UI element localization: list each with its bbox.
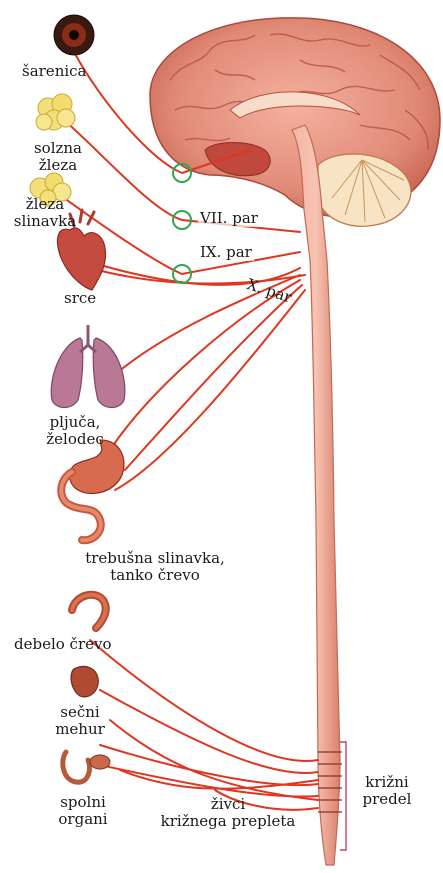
label-lungs-stomach: pljuča, želodec [30, 414, 120, 448]
label-sacral-region-line2: predel [352, 791, 422, 808]
label-bladder-line2: mehur [50, 721, 110, 738]
label-salivary-gland: žleza slinavka [8, 196, 82, 230]
label-genitals-line1: spolni [52, 794, 114, 811]
lacrimal-gland-icon [36, 94, 75, 130]
label-sacral-nerves-line1: živci [148, 796, 308, 813]
eye-icon [54, 15, 94, 55]
label-sacral-nerves-line2: križnega prepleta [148, 813, 308, 830]
spinal-cord [292, 125, 340, 865]
label-lungs-line1: pljuča, [30, 414, 120, 431]
label-bladder-line1: sečni [50, 704, 110, 721]
label-lacrimal-line2: žleza [28, 157, 88, 174]
sacral-bracket [340, 742, 346, 850]
label-genitals: spolni organi [52, 794, 114, 828]
genitals-icon [63, 752, 110, 782]
label-sacral-region: križni predel [352, 774, 422, 808]
stomach-icon [69, 440, 124, 494]
label-colon: debelo črevo [14, 636, 112, 653]
label-heart: srce [64, 290, 96, 307]
bladder-icon [71, 666, 98, 696]
label-lungs-line2: želodec [30, 431, 120, 448]
label-iris: šarenica [22, 63, 87, 80]
label-sacral-region-line1: križni [352, 774, 422, 791]
label-genitals-line2: organi [52, 811, 114, 828]
ganglia [173, 164, 191, 283]
lungs-icon [51, 325, 125, 408]
label-salivary-line1: žleza [8, 196, 82, 213]
label-cranial-vii: VII. par [198, 210, 260, 227]
label-pancreas-line1: trebušna slinavka, [60, 550, 250, 567]
label-lacrimal-line1: solzna [28, 140, 88, 157]
label-sacral-nerves: živci križnega prepleta [148, 796, 308, 830]
label-pancreas-intestine: trebušna slinavka, tanko črevo [60, 550, 250, 584]
label-cranial-ix: IX. par [198, 244, 254, 261]
label-lacrimal-gland: solzna žleza [28, 140, 88, 174]
colon-icon [72, 595, 106, 628]
label-pancreas-line2: tanko črevo [60, 567, 250, 584]
label-bladder: sečni mehur [50, 704, 110, 738]
label-salivary-line2: slinavka [8, 213, 82, 230]
brain [150, 18, 440, 226]
